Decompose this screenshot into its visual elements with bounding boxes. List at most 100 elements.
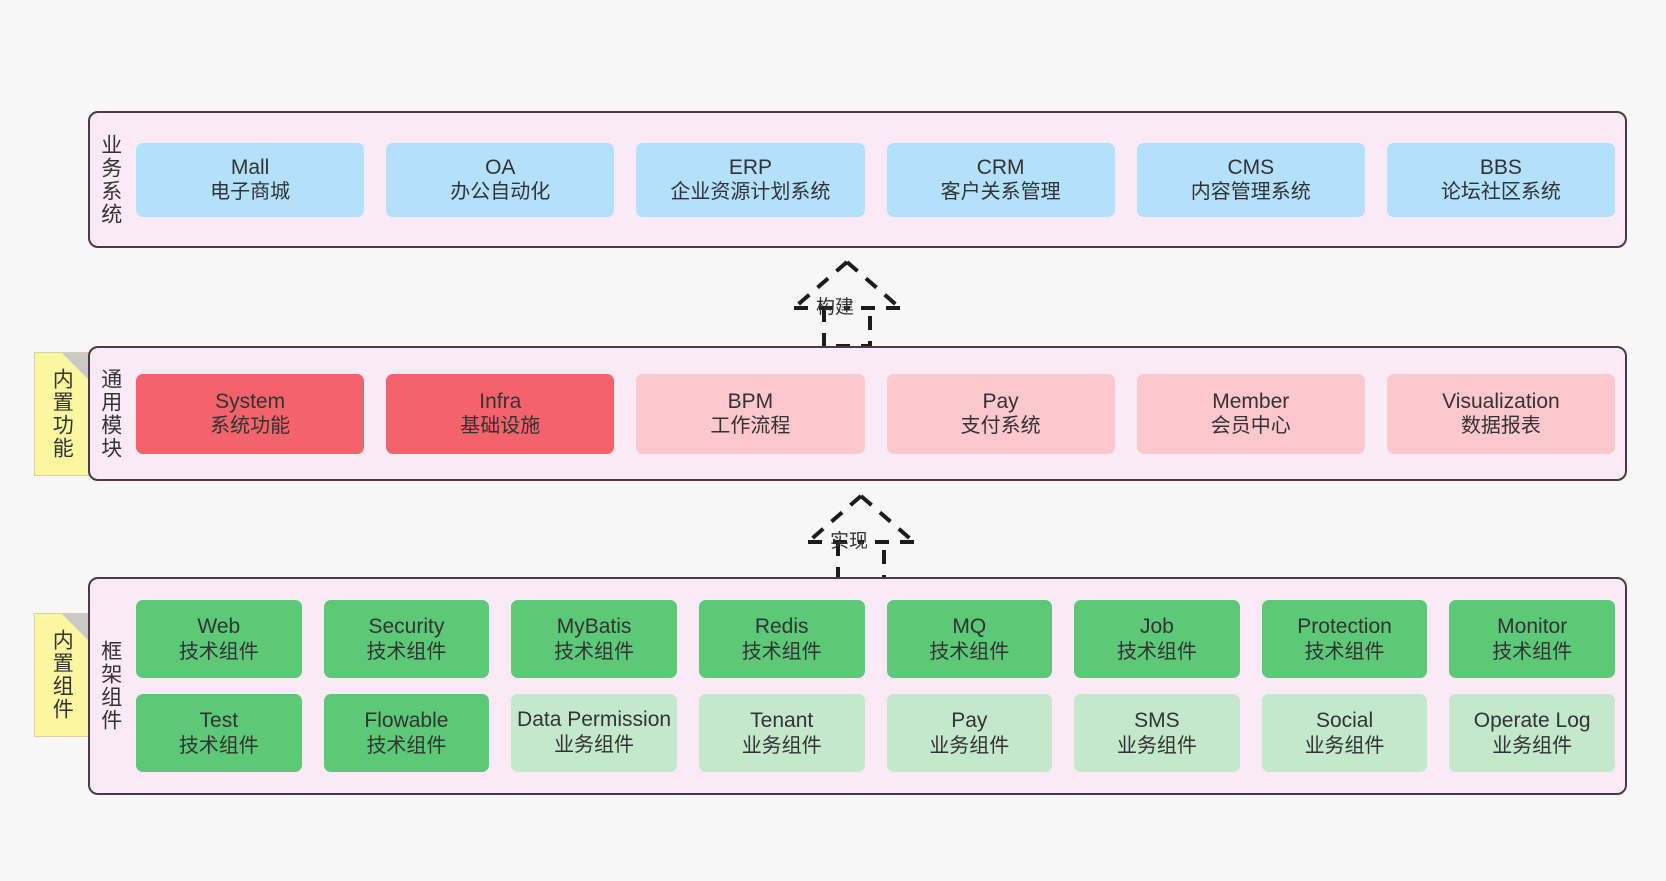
card-title-cn: 系统功能 (210, 415, 291, 438)
sticky-note-builtin-function: 内置功能 (34, 352, 89, 476)
card-title-en: CRM (976, 155, 1025, 179)
card-bpm[interactable]: BPM 工作流程 (636, 373, 865, 454)
card-title-cn: 业务组件 (741, 734, 822, 757)
card-title-cn: 支付系统 (960, 415, 1041, 438)
card-member[interactable]: Member 会员中心 (1136, 373, 1365, 454)
card-row: Test 技术组件 Flowable 技术组件 Data Permission … (136, 694, 1615, 772)
card-title-en: Security (368, 615, 445, 638)
card-title-cn: 工作流程 (710, 415, 791, 438)
arrow-label-implement: 实现 (830, 531, 869, 552)
card-title-cn: 电子商城 (210, 181, 291, 204)
card-title-cn: 会员中心 (1210, 415, 1291, 438)
card-title-en: Monitor (1497, 615, 1568, 638)
layer-body-business-system: Mall 电子商城 OA 办公自动化 ERP 企业资源计划系统 CRM 客户关系… (130, 113, 1625, 246)
card-title-en: Flowable (364, 709, 449, 732)
card-title-en: Pay (982, 389, 1019, 413)
card-title-cn: 企业资源计划系统 (670, 181, 831, 204)
sticky-note-label: 内置功能 (50, 368, 74, 460)
card-title-cn: 技术组件 (1492, 640, 1573, 663)
card-tenant[interactable]: Tenant 业务组件 (698, 694, 865, 772)
card-cms[interactable]: CMS 内容管理系统 (1136, 142, 1365, 217)
card-title-cn: 办公自动化 (450, 181, 551, 204)
card-title-cn: 技术组件 (366, 734, 447, 757)
card-title-cn: 内容管理系统 (1190, 181, 1311, 204)
card-title-cn: 技术组件 (1304, 640, 1385, 663)
card-title-en: Operate Log (1473, 709, 1591, 732)
card-title-en: MyBatis (556, 615, 632, 638)
card-title-en: Redis (754, 615, 809, 638)
card-title-en: BPM (727, 389, 774, 413)
card-title-cn: 技术组件 (1116, 640, 1197, 663)
card-title-cn: 业务组件 (1304, 734, 1385, 757)
card-title-en: Test (199, 709, 239, 732)
card-title-en: System (215, 389, 286, 413)
card-pay[interactable]: Pay 支付系统 (886, 373, 1115, 454)
card-flowable[interactable]: Flowable 技术组件 (323, 694, 490, 772)
card-title-en: Web (197, 615, 241, 638)
arrow-implement: 实现 (766, 490, 956, 582)
card-title-cn: 业务组件 (1492, 734, 1573, 757)
card-title-cn: 技术组件 (366, 640, 447, 663)
card-sms[interactable]: SMS 业务组件 (1074, 694, 1240, 772)
card-redis[interactable]: Redis 技术组件 (698, 600, 865, 678)
card-title-en: Job (1140, 615, 1174, 638)
card-mq[interactable]: MQ 技术组件 (886, 600, 1053, 678)
card-title-cn: 技术组件 (178, 640, 259, 663)
layer-framework-component: 框架组件 Web 技术组件 Security 技术组件 MyBatis 技术组件… (88, 577, 1627, 795)
card-row: Web 技术组件 Security 技术组件 MyBatis 技术组件 Redi… (136, 600, 1615, 678)
card-data-permission[interactable]: Data Permission 业务组件 (511, 694, 677, 772)
card-monitor[interactable]: Monitor 技术组件 (1449, 600, 1615, 678)
card-title-cn: 业务组件 (554, 734, 635, 757)
card-row: System 系统功能 Infra 基础设施 BPM 工作流程 Pay 支付系统… (136, 373, 1616, 454)
layer-body-framework-component: Web 技术组件 Security 技术组件 MyBatis 技术组件 Redi… (130, 579, 1625, 793)
card-system[interactable]: System 系统功能 (136, 373, 365, 454)
card-title-en: Visualization (1442, 389, 1560, 413)
card-title-en: Tenant (750, 709, 814, 732)
card-mall[interactable]: Mall 电子商城 (136, 142, 365, 217)
card-title-cn: 业务组件 (929, 734, 1010, 757)
layer-body-common-module: System 系统功能 Infra 基础设施 BPM 工作流程 Pay 支付系统… (130, 348, 1625, 479)
card-web[interactable]: Web 技术组件 (136, 600, 302, 678)
layer-title-common-module: 通用模块 (98, 367, 122, 460)
card-title-cn: 技术组件 (741, 640, 822, 663)
card-crm[interactable]: CRM 客户关系管理 (886, 142, 1115, 217)
card-title-en: Protection (1297, 615, 1392, 638)
arrow-label-build: 构建 (816, 297, 855, 318)
card-title-en: Pay (951, 709, 988, 732)
card-title-en: OA (485, 155, 516, 179)
card-title-en: BBS (1479, 155, 1522, 179)
layer-title-business-system: 业务系统 (98, 133, 122, 226)
layer-business-system: 业务系统 Mall 电子商城 OA 办公自动化 ERP 企业资源计划系统 CRM… (88, 111, 1627, 248)
sticky-note-builtin-component: 内置组件 (34, 613, 89, 737)
card-bbs[interactable]: BBS 论坛社区系统 (1386, 142, 1616, 217)
card-title-cn: 业务组件 (1116, 734, 1197, 757)
card-test[interactable]: Test 技术组件 (136, 694, 302, 772)
card-protection[interactable]: Protection 技术组件 (1261, 600, 1428, 678)
card-erp[interactable]: ERP 企业资源计划系统 (636, 142, 865, 217)
card-title-cn: 基础设施 (460, 415, 541, 438)
layer-title-framework-component: 框架组件 (98, 640, 122, 732)
card-title-cn: 论坛社区系统 (1440, 181, 1561, 204)
card-oa[interactable]: OA 办公自动化 (386, 142, 615, 217)
arrow-build: 构建 (752, 256, 942, 348)
card-title-en: CMS (1227, 155, 1275, 179)
sticky-note-label: 内置组件 (50, 629, 74, 721)
card-pay-component[interactable]: Pay 业务组件 (886, 694, 1053, 772)
card-infra[interactable]: Infra 基础设施 (386, 373, 615, 454)
card-operate-log[interactable]: Operate Log 业务组件 (1449, 694, 1615, 772)
card-title-en: MQ (952, 615, 987, 638)
card-social[interactable]: Social 业务组件 (1261, 694, 1428, 772)
card-job[interactable]: Job 技术组件 (1074, 600, 1240, 678)
card-title-en: Social (1315, 709, 1374, 732)
card-title-cn: 技术组件 (178, 734, 259, 757)
folded-corner-icon (62, 614, 88, 640)
layer-common-module: 通用模块 System 系统功能 Infra 基础设施 BPM 工作流程 Pay… (88, 346, 1627, 481)
folded-corner-icon (62, 353, 88, 379)
card-title-cn: 技术组件 (554, 640, 635, 663)
card-title-en: Member (1212, 389, 1290, 413)
card-security[interactable]: Security 技术组件 (323, 600, 490, 678)
card-visualization[interactable]: Visualization 数据报表 (1386, 373, 1616, 454)
card-mybatis[interactable]: MyBatis 技术组件 (511, 600, 677, 678)
card-title-en: SMS (1134, 709, 1180, 732)
